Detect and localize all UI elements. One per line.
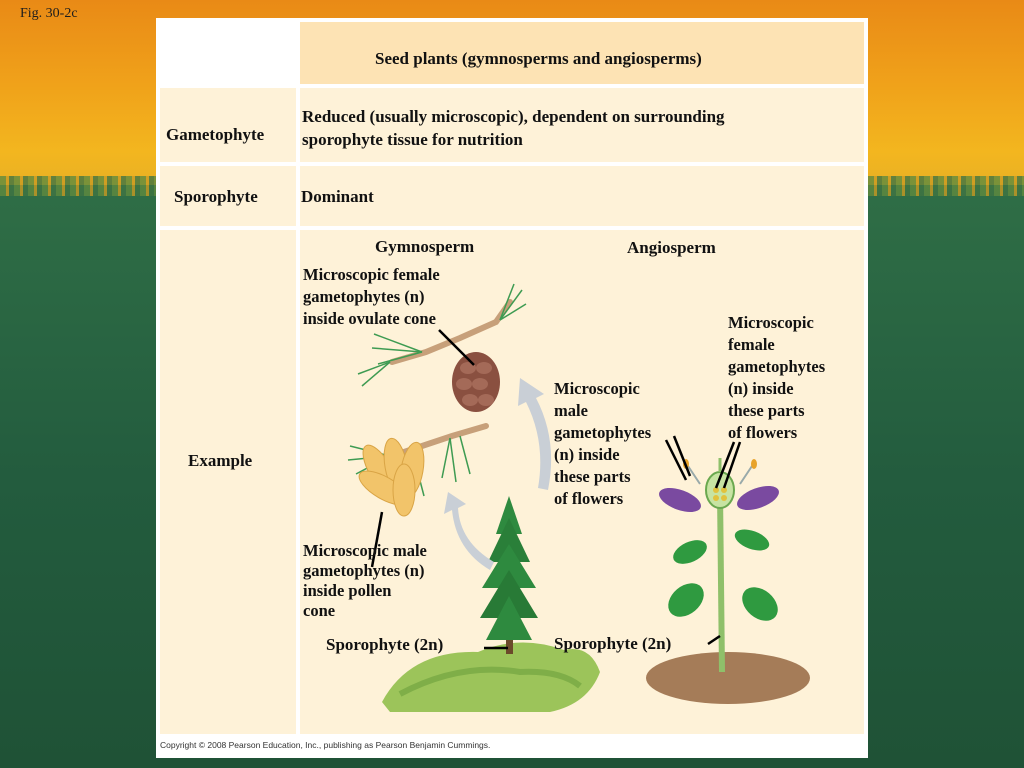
ovulate-cone [452, 352, 500, 412]
flowering-plant [656, 458, 784, 672]
gymnosperm-title: Gymnosperm [375, 236, 474, 258]
pine-tree [480, 496, 538, 654]
angiosperm-sporophyte-line [708, 636, 720, 644]
gymnosperm-sporophyte-label: Sporophyte (2n) [326, 634, 443, 656]
angiosperm-sporophyte-label: Sporophyte (2n) [554, 633, 671, 655]
figure-panel: Seed plants (gymnosperms and angiosperms… [156, 18, 868, 758]
pollen-cones [354, 437, 427, 516]
cycle-arrow-lower [444, 492, 494, 570]
cycle-arrow-upper [518, 378, 551, 490]
angiosperm-title: Angiosperm [627, 237, 716, 259]
angiosperm-soil [646, 652, 810, 704]
comparison-table: Seed plants (gymnosperms and angiosperms… [160, 22, 864, 734]
copyright-notice: Copyright © 2008 Pearson Education, Inc.… [160, 740, 490, 750]
figure-label: Fig. 30-2c [20, 6, 78, 22]
